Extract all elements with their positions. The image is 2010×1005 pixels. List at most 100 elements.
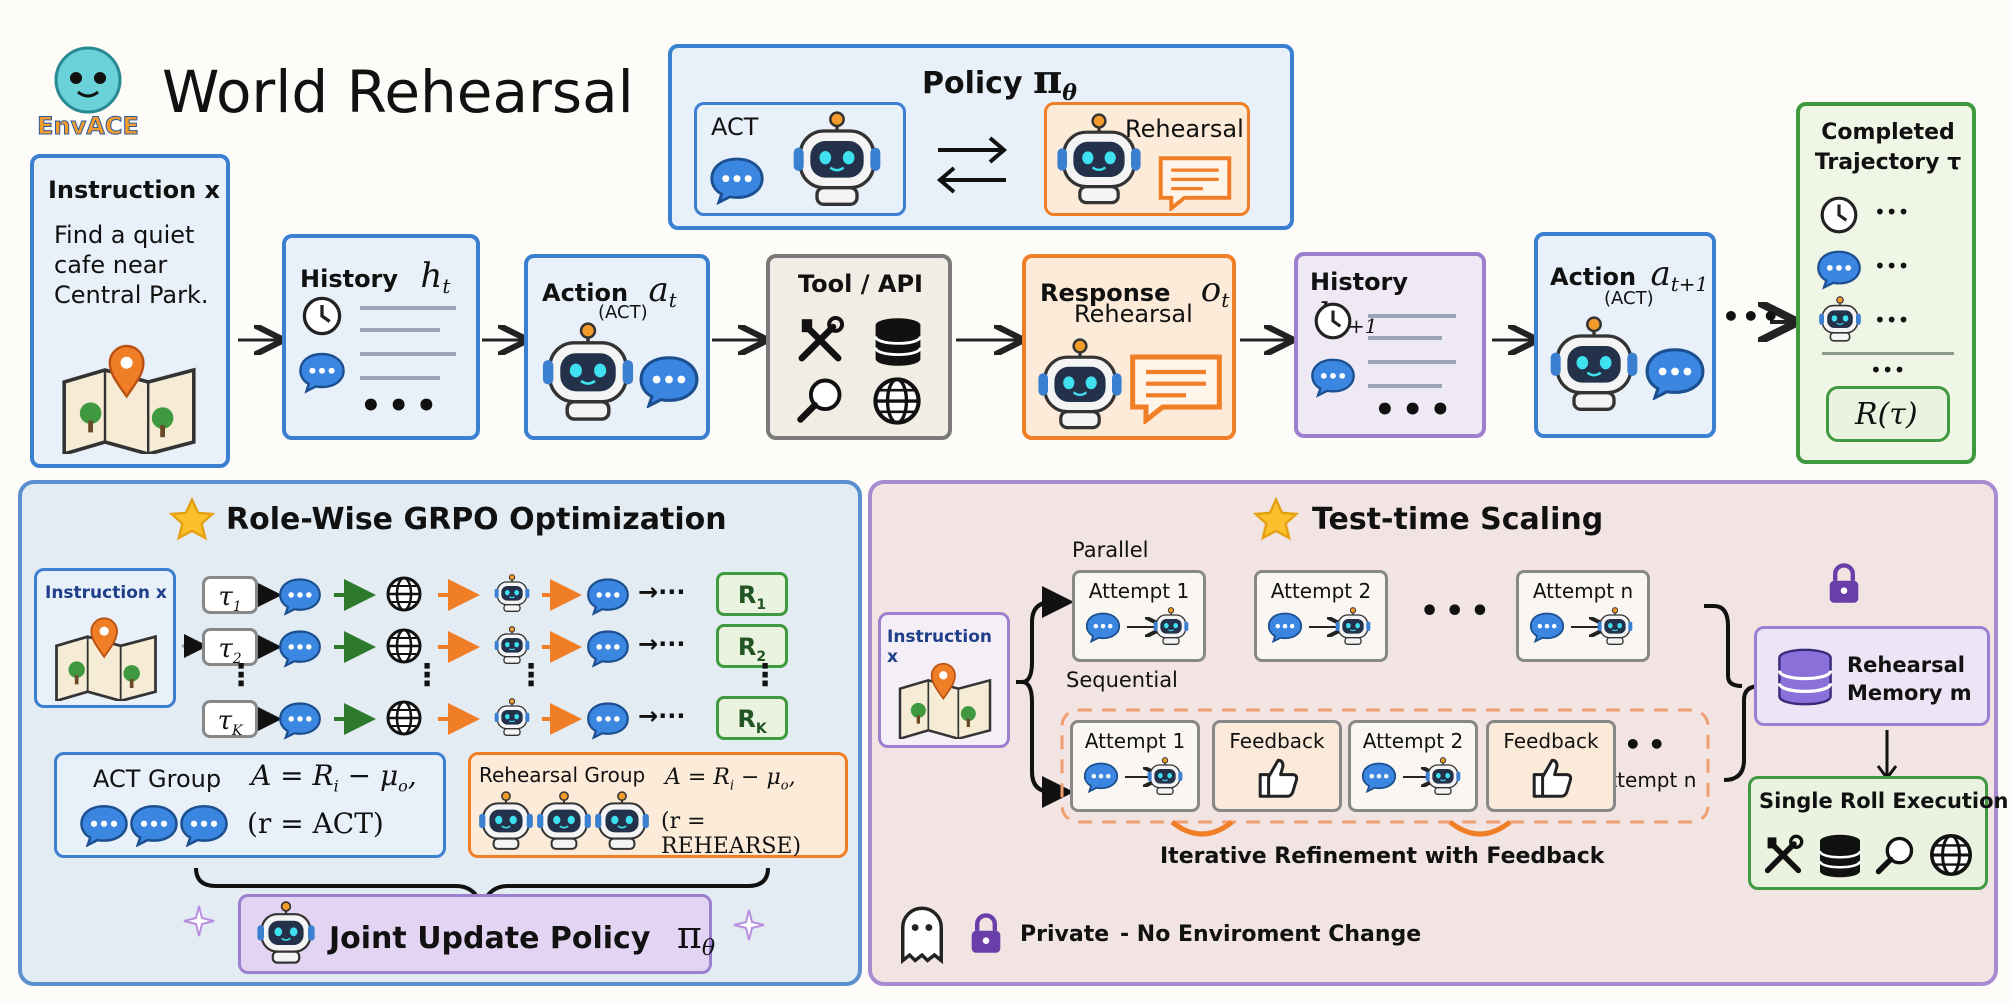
sparkle-icon	[183, 905, 215, 937]
search-icon	[794, 374, 846, 426]
action-next-title: Action at+1	[1550, 254, 1709, 296]
tts-panel: Test-time Scaling Instruction x Parallel…	[868, 480, 2009, 986]
history-box: History ht •••	[282, 234, 480, 440]
chat-icon	[179, 803, 229, 847]
tools-icon	[794, 314, 846, 366]
chat-icon	[1310, 356, 1356, 398]
joint-update-box: Joint Update Policy πθ	[238, 894, 716, 974]
divider	[1822, 352, 1954, 355]
parallel-attempt: Attempt n	[1516, 570, 1650, 662]
legend-note: - No Enviroment Change	[1120, 922, 1422, 947]
globe-icon	[384, 574, 424, 614]
continuation-ellipsis: •••	[1722, 300, 1782, 333]
grpo-title: Role-Wise GRPO Optimization	[226, 502, 727, 537]
robot-icon	[1816, 296, 1864, 344]
sparkle-icon	[733, 909, 765, 941]
history-next-ellipsis: •••	[1374, 390, 1458, 430]
sequential-attempt: Attempt 2	[1348, 720, 1478, 812]
attempt-label: Feedback	[1229, 729, 1325, 753]
robot-icon	[492, 574, 532, 614]
policy-rehearsal-label: Rehearsal	[1125, 115, 1244, 143]
robot-icon	[536, 322, 640, 426]
robot-icon	[1032, 338, 1128, 434]
lock-icon	[964, 906, 1008, 960]
policy-title: Policy πθ	[922, 56, 1077, 106]
policy-act-label: ACT	[711, 113, 759, 141]
robot-icon	[1544, 316, 1644, 416]
parallel-attempt: Attempt 1	[1072, 570, 1206, 662]
row-tail: →···	[638, 630, 686, 658]
response-box: Response ot Rehearsal	[1022, 254, 1236, 440]
text-lines	[360, 306, 456, 380]
row-tail: →···	[638, 702, 686, 730]
instruction-text: Find a quiet cafe near Central Park.	[54, 221, 209, 309]
refine-label: Iterative Refinement with Feedback	[1160, 844, 1605, 869]
attempt-label: Attempt 2	[1362, 729, 1464, 753]
chat-icon	[79, 803, 129, 847]
sequential-attempt: Attempt 1	[1070, 720, 1200, 812]
rehearsal-memory-box: Rehearsal Memory m	[1754, 626, 1990, 726]
robot-icon	[253, 901, 319, 967]
row-tail: →···	[638, 578, 686, 606]
logo: EnvACE	[28, 38, 148, 141]
vertical-ellipsis: ⋮	[226, 658, 256, 693]
grpo-rows	[182, 579, 582, 735]
chat-icon	[586, 626, 630, 670]
grpo-panel: Role-Wise GRPO Optimization Instruction …	[18, 480, 862, 986]
response-title: Response ot	[1040, 270, 1230, 312]
attempt-flow	[1529, 607, 1634, 645]
action-title: Action at	[542, 270, 677, 312]
history-next-box: History ht+1 •••	[1294, 252, 1486, 438]
text-lines	[1368, 314, 1456, 388]
tts-connectors	[1016, 586, 1786, 837]
feedback-card: Feedback	[1212, 720, 1342, 812]
parallel-attempt: Attempt 2	[1254, 570, 1388, 662]
thumbs-up-icon	[1532, 758, 1573, 798]
page-title: World Rehearsal	[162, 58, 634, 126]
logo-icon: EnvACE	[37, 46, 139, 141]
legend-private: Private	[1020, 922, 1110, 947]
attempt-label: Attempt 1	[1084, 729, 1186, 753]
search-icon	[1873, 833, 1917, 877]
rehearsal-group-formula: A = Ri − μo,	[665, 765, 796, 794]
history-next-title: History ht+1	[1310, 268, 1409, 338]
act-group-title: ACT Group	[93, 765, 222, 793]
chat-icon	[278, 574, 322, 618]
tool-box: Tool / API	[766, 254, 952, 440]
completed-dots-4: •••	[1870, 358, 1906, 382]
policy-act-card: ACT	[694, 102, 906, 216]
attempt-label: Attempt 1	[1088, 579, 1190, 603]
action-next-tag: (ACT)	[1604, 288, 1654, 309]
attempt-label: Attempt 2	[1270, 579, 1372, 603]
chat-icon	[278, 626, 322, 670]
policy-box: Policy πθ ACT Rehearsal	[668, 44, 1294, 230]
joint-update-title: Joint Update Policy πθ	[329, 913, 716, 961]
vertical-ellipsis: ⋮	[750, 658, 780, 693]
robot-icon	[475, 791, 537, 853]
instruction-title: Instruction x	[48, 176, 221, 204]
rehearsal-group-box: Rehearsal Group A = Ri − μo, (r = REHEAR…	[468, 752, 848, 859]
attempt-label: Feedback	[1503, 729, 1599, 753]
parallel-label: Parallel	[1072, 538, 1149, 562]
pipeline-arrows	[238, 0, 2010, 500]
reward-value: R(τ)	[1855, 397, 1918, 432]
exchange-arrows-icon	[936, 136, 1008, 194]
attempt-flow	[1267, 607, 1372, 645]
chat-icon	[278, 698, 322, 742]
instruction-box: Instruction x Find a quiet cafe near Cen…	[30, 154, 230, 468]
history-title: History ht	[300, 256, 451, 298]
feedback-card: Feedback	[1486, 720, 1616, 812]
rehearsal-group-role: (r = REHEARSE)	[661, 809, 802, 859]
lock-icon	[1822, 558, 1866, 608]
clock-icon	[1312, 300, 1354, 342]
vertical-ellipsis: ⋮	[516, 658, 546, 693]
logo-text: EnvACE	[37, 112, 139, 138]
grpo-instruction-label: Instruction x	[45, 583, 167, 603]
action-next-box: Action at+1 (ACT)	[1534, 232, 1716, 438]
robot-icon	[533, 791, 595, 853]
database-icon	[870, 314, 926, 370]
sequential-label: Sequential	[1066, 668, 1178, 692]
robot-icon	[591, 791, 653, 853]
chat-icon	[1816, 248, 1862, 290]
rehearsal-memory-label: Rehearsal Memory m	[1847, 653, 1972, 705]
